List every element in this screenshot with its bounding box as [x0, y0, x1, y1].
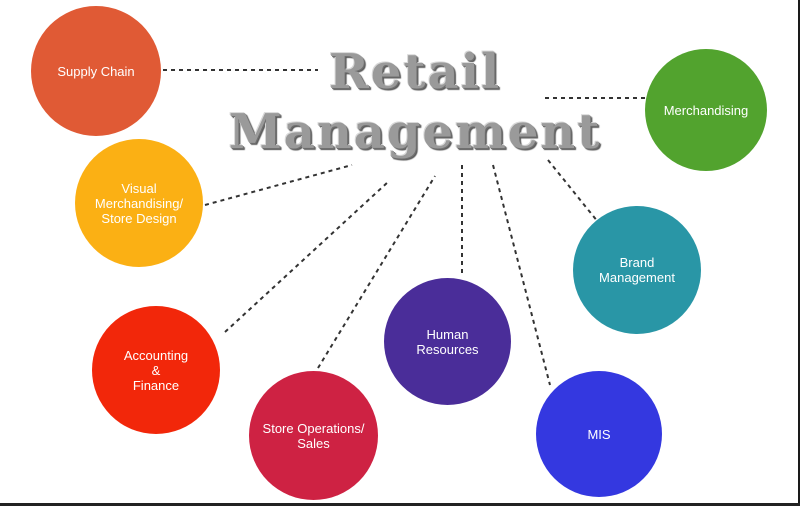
node-mis-label: MIS: [587, 426, 611, 442]
frame-border-right: [798, 0, 800, 506]
node-visual-merchandising: Visual Merchandising/ Store Design: [75, 139, 203, 267]
node-human-resources: Human Resources: [384, 278, 511, 405]
node-supply-chain: Supply Chain: [31, 6, 161, 136]
connector-mis: [492, 164, 551, 386]
node-accounting-finance: Accounting & Finance: [92, 306, 220, 434]
connector-accounting: [224, 181, 389, 333]
connector-store-operations: [317, 175, 436, 369]
node-accounting-finance-label: Accounting & Finance: [123, 347, 189, 393]
title-retail: Retail: [328, 44, 502, 100]
node-brand-management-label: Brand Management: [599, 255, 675, 285]
node-visual-merchandising-label: Visual Merchandising/ Store Design: [94, 180, 184, 226]
node-supply-chain-label: Supply Chain: [57, 63, 135, 79]
node-merchandising-label: Merchandising: [663, 102, 749, 118]
connector-brand-management: [547, 159, 599, 223]
node-brand-management: Brand Management: [573, 206, 701, 334]
node-human-resources-label: Human Resources: [416, 326, 479, 357]
frame-border-bottom: [0, 503, 800, 506]
node-store-operations-label: Store Operations/ Sales: [262, 420, 365, 451]
node-mis: MIS: [536, 371, 662, 497]
title-management: Management: [228, 104, 602, 160]
connector-visual-merchandising: [204, 164, 353, 206]
node-store-operations: Store Operations/ Sales: [249, 371, 378, 500]
node-merchandising: Merchandising: [645, 49, 767, 171]
